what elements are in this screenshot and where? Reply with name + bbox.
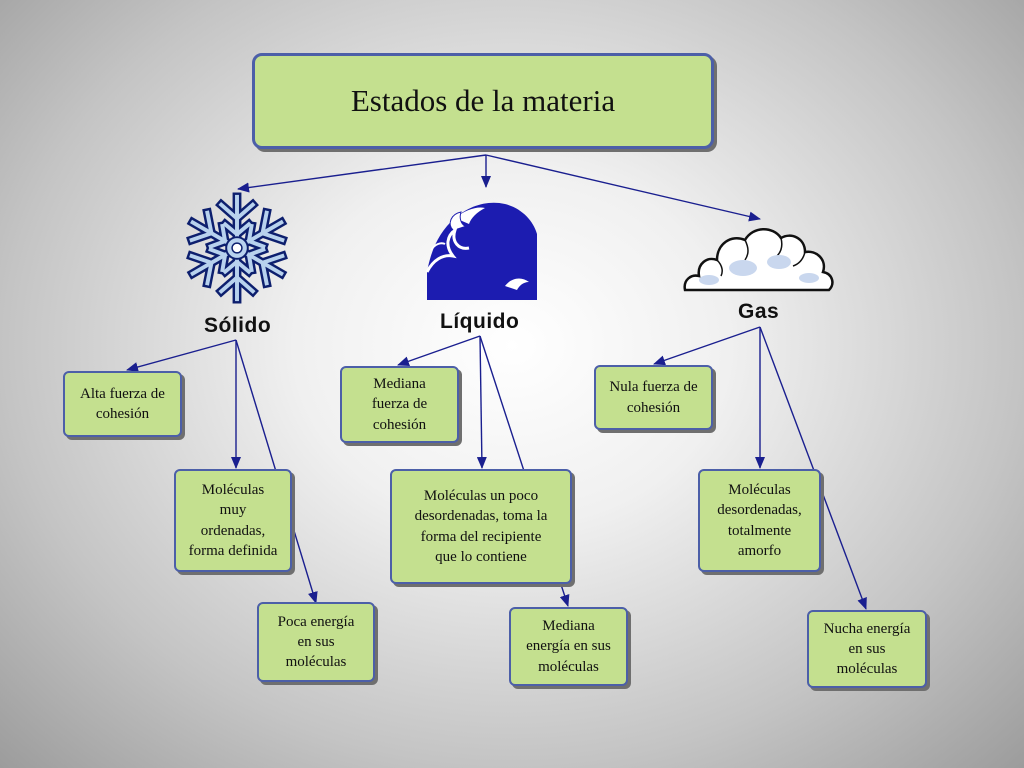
gas-energia-box: Nucha energía en sus moléculas <box>807 610 927 688</box>
solido-moleculas-box: Moléculas muy ordenadas, forma definida <box>174 469 292 572</box>
arrow-solido-cohesion <box>126 339 237 372</box>
cloud-icon <box>683 228 834 292</box>
arrow-title-to-solido <box>237 154 487 193</box>
solido-cohesion-box: Alta fuerza de cohesión <box>63 371 182 437</box>
arrow-liquido-cohesion <box>397 335 481 367</box>
arrow-gas-cohesion <box>653 326 761 366</box>
snowflake-icon <box>178 192 296 306</box>
liquido-cohesion-box: Mediana fuerza de cohesión <box>340 366 459 443</box>
state-label-solido: Sólido <box>204 314 272 337</box>
gas-cohesion-box: Nula fuerza de cohesión <box>594 365 713 430</box>
liquido-energia-box: Mediana energía en sus moléculas <box>509 607 628 686</box>
arrow-title-to-gas <box>485 154 761 222</box>
diagram-title: Estados de la materia <box>252 53 714 149</box>
arrow-gas-energia <box>759 326 867 610</box>
liquido-moleculas-box: Moléculas un poco desordenadas, toma la … <box>390 469 572 584</box>
gas-moleculas-box: Moléculas desordenadas, totalmente amorf… <box>698 469 821 572</box>
state-label-gas: Gas <box>738 300 780 323</box>
arrow-liquido-moleculas <box>476 335 487 469</box>
solido-energia-box: Poca energía en sus moléculas <box>257 602 375 682</box>
state-label-liquido: Líquido <box>440 310 520 333</box>
wave-icon <box>425 202 537 300</box>
